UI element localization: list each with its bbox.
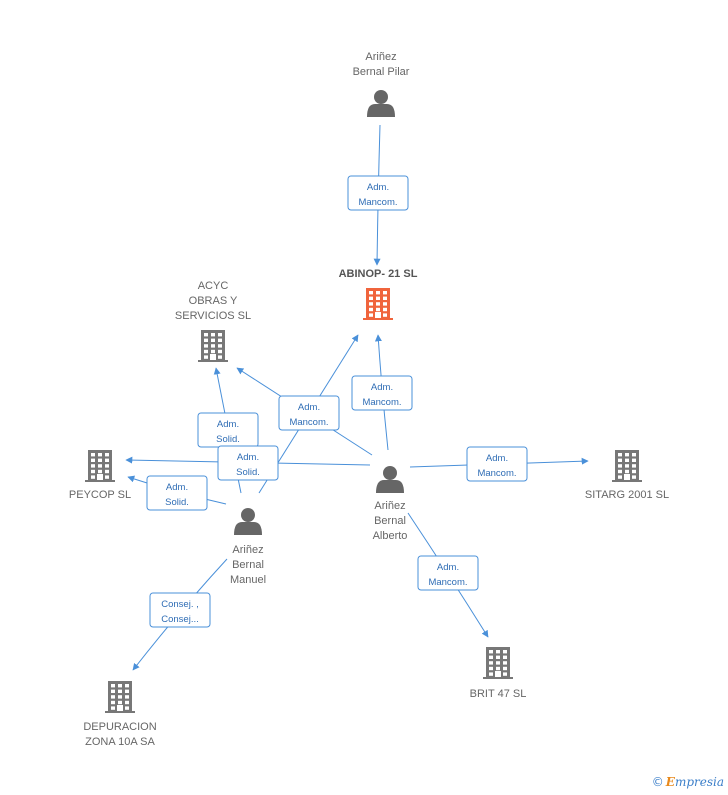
copyright-symbol: © (651, 775, 664, 789)
node-label-line: Alberto (373, 530, 408, 542)
edge-label-line: Mancom. (477, 468, 516, 479)
edge-label-alberto-to-abinop[interactable]: Adm. Mancom. (351, 375, 413, 411)
edge-label-manuel-to-acyc[interactable]: Adm. Solid. (197, 412, 259, 448)
person-icon (367, 90, 395, 117)
node-brit[interactable]: BRIT 47 SL (470, 647, 527, 700)
node-label-line: Bernal (232, 559, 264, 571)
edge-label-line: Mancom. (358, 197, 397, 208)
person-icon (376, 466, 404, 493)
edge-label-line: Adm. (298, 402, 320, 413)
node-label-line: Ariñez (365, 51, 396, 63)
edge-label-line: Consej. , (161, 599, 199, 610)
node-label-line: Ariñez (232, 544, 263, 556)
edge-label-line: Mancom. (362, 397, 401, 408)
edge-label-line: Adm. (166, 482, 188, 493)
company-building-icon (198, 330, 228, 362)
edge-label-manuel-to-depuracion[interactable]: Consej. , Consej... (149, 592, 211, 628)
node-depuracion[interactable]: DEPURACION ZONA 10A SA (83, 681, 157, 748)
node-label-line: OBRAS Y (189, 295, 238, 307)
main-company-building-icon (363, 288, 393, 320)
edge-label-alberto-to-peycop[interactable]: Adm. Solid. (217, 445, 279, 481)
company-building-icon (105, 681, 135, 713)
edge-label-line: Mancom. (428, 577, 467, 588)
person-icon (234, 508, 262, 535)
edge-label-manuel-to-abinop[interactable]: Adm. Mancom. (278, 395, 340, 431)
edge-label-pilar-to-abinop[interactable]: Adm. Mancom. (347, 175, 409, 211)
node-peycop[interactable]: PEYCOP SL (69, 450, 131, 501)
edge-label-line: Adm. (367, 182, 389, 193)
edge-label-line: Solid. (216, 434, 240, 445)
edge-label-line: Adm. (371, 382, 393, 393)
edge-label-line: Adm. (237, 452, 259, 463)
node-label-line: PEYCOP SL (69, 489, 131, 501)
company-building-icon (483, 647, 513, 679)
edge-label-line: Adm. (437, 562, 459, 573)
edge-label-line: Consej... (161, 614, 199, 625)
node-label-line: ABINOP- 21 SL (339, 268, 418, 280)
brand-name: mpresia (674, 775, 724, 789)
edge-label-line: Solid. (165, 497, 189, 508)
node-label-line: Ariñez (374, 500, 405, 512)
node-label-line: SITARG 2001 SL (585, 489, 669, 501)
edge-label-alberto-to-sitarg[interactable]: Adm. Mancom. (466, 446, 528, 482)
edge-label-line: Adm. (217, 419, 239, 430)
edge-label-line: Adm. (486, 453, 508, 464)
company-building-icon (612, 450, 642, 482)
company-building-icon (85, 450, 115, 482)
node-label-line: Bernal Pilar (353, 66, 410, 78)
node-sitarg[interactable]: SITARG 2001 SL (585, 450, 669, 501)
node-acyc[interactable]: ACYC OBRAS Y SERVICIOS SL (175, 280, 251, 362)
node-label-line: Manuel (230, 574, 266, 586)
edge-label-manuel-to-peycop[interactable]: Adm. Solid. (146, 475, 208, 511)
node-label-line: SERVICIOS SL (175, 310, 251, 322)
edge-label-line: Solid. (236, 467, 260, 478)
edge-label-line: Mancom. (289, 417, 328, 428)
node-label-line: ZONA 10A SA (85, 736, 155, 748)
node-label-line: DEPURACION (83, 721, 156, 733)
node-label-line: ACYC (198, 280, 229, 292)
edge-label-alberto-to-brit[interactable]: Adm. Mancom. (417, 555, 479, 591)
brand-initial: E (665, 775, 675, 789)
node-abinop[interactable]: ABINOP- 21 SL (339, 268, 418, 320)
node-label-line: BRIT 47 SL (470, 688, 527, 700)
empresia-footer[interactable]: ©Empresia (652, 775, 724, 789)
node-label-line: Bernal (374, 515, 406, 527)
